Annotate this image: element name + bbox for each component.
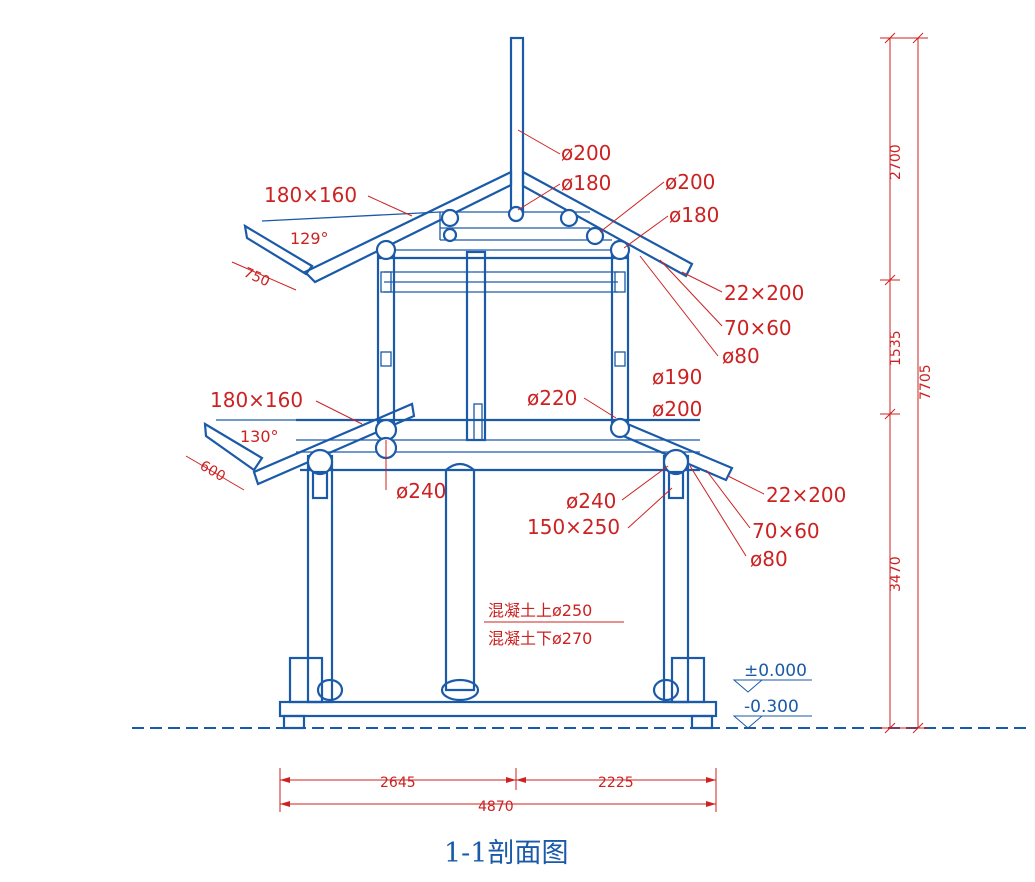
label-lintel: 150×250 [527,515,620,539]
lintel-left [311,470,329,500]
upper-corner-right [609,239,631,261]
ridge-purlin [507,205,525,223]
label-upper-angle: 129° [290,229,329,248]
label-lower-eave-purlin: ø80 [750,547,788,571]
structure [203,36,734,730]
dim-top: 2700 [888,144,904,180]
annotations: ø200 ø180 ø200 ø180 180×160 129° 750 22×… [185,129,846,729]
label-upper-fascia: 22×200 [724,281,804,305]
lower-center-column [444,462,476,692]
label-lower-angle: 130° [240,427,279,446]
lower-roof-left-rafter [252,402,416,486]
upper-roof-left-rafter [303,170,513,284]
upper-purlin-mid-left [442,227,458,243]
dim-bottom: 3470 [888,556,904,592]
lower-beam-left [306,448,334,476]
label-lower-fascia: 22×200 [766,483,846,507]
dim-total-width: 4870 [478,799,514,815]
upper-roof-right-rafter [521,170,694,278]
upper-left-eave-board [243,223,314,276]
label-upper-rafter-left: 180×160 [264,183,357,207]
label-ridge-dia: ø180 [561,171,611,195]
level-floor: ±0.000 [744,661,807,681]
upper-purlin-right [559,208,579,228]
upper-purlin-mid-right [585,226,605,246]
lower-beam-right [662,448,690,476]
dim-right: 2225 [598,775,634,791]
label-pole-dia: ø200 [561,141,611,165]
upper-corner-left [375,239,397,261]
label-upper-purlin-dia: ø200 [665,170,715,194]
dim-middle: 1535 [888,330,904,366]
label-upper-eave-purlin: ø80 [722,344,760,368]
middle-beam-right [609,417,631,439]
lintel-right [667,470,685,500]
label-mid-beam: ø220 [527,386,577,410]
dim-total-height: 7705 [918,364,934,400]
upper-purlin-left [440,208,460,228]
top-pole [509,36,525,216]
lower-right-column [662,454,690,704]
label-lower-rafter-left: 180×160 [210,388,303,412]
label-upper-rafter-right: 70×60 [724,316,792,340]
level-ground: -0.300 [744,697,799,717]
floor-slab [278,700,718,718]
label-lower-beam-right: ø240 [566,489,616,513]
label-lower-beam-left: ø240 [396,479,446,503]
drawing-title: 1-1剖面图 [444,838,568,869]
dim-left: 2645 [380,775,416,791]
label-lower-rafter-right: 70×60 [752,519,820,543]
lower-left-eave-board [203,421,264,472]
base-left [288,656,324,704]
horizontal-dimensions: 2645 2225 4870 [279,768,717,815]
vertical-dimensions: 2700 1535 3470 7705 [880,32,934,734]
label-concrete-lower: 混凝土下ø270 [488,629,592,648]
lower-left-column [306,454,334,704]
label-column-upper: ø190 [652,365,702,389]
label-column-lower: ø200 [652,397,702,421]
label-concrete-upper: 混凝土上ø250 [488,601,592,620]
label-upper-right-purlin-dia: ø180 [669,203,719,227]
